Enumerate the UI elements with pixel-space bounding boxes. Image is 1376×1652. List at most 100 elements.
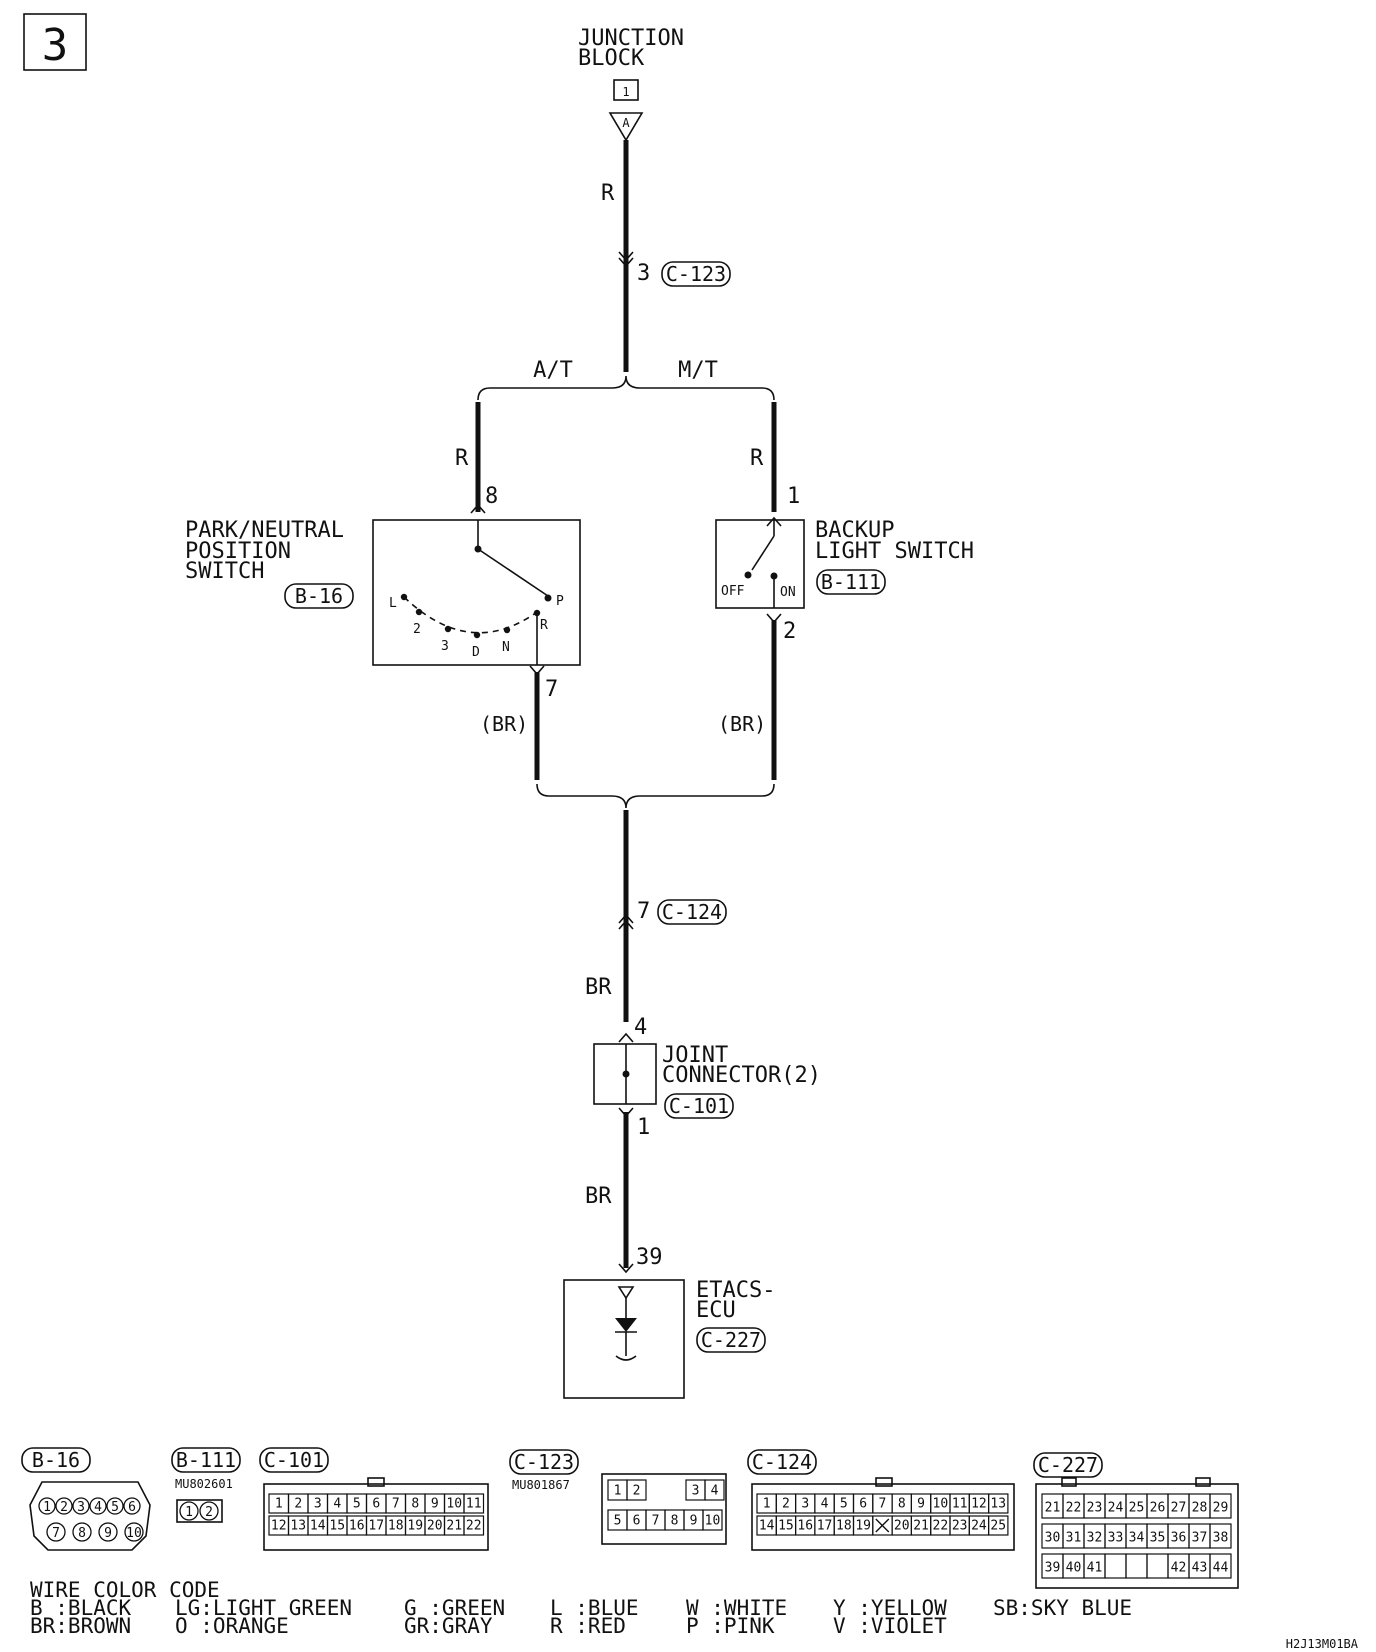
wcc-l: L :BLUE [550,1596,639,1620]
joint-label-2: CONNECTOR(2) [662,1063,821,1088]
backup-on: ON [780,585,796,600]
backup-pin-out: 2 [783,619,796,644]
pnp-connector-id: B-16 [295,584,343,608]
c124-inline-symbol [618,913,634,930]
pin-label: 13 [290,1519,306,1534]
page-number: 3 [42,20,69,71]
pin-label: 36 [1171,1530,1187,1545]
c123-inline-id: C-123 [666,262,726,286]
joint-label-1: JOINT [662,1043,728,1068]
page-number-box: 3 [23,13,87,71]
pin-label: 22 [466,1519,482,1534]
wire-color-at: R [455,446,469,471]
backup-connector-badge [816,569,886,595]
pin-label: 44 [1213,1560,1229,1575]
pin-label: 29 [1213,1500,1229,1515]
pin-label: 6 [859,1497,867,1512]
etacs-label-2: ECU [696,1298,736,1323]
c123-inline-badge [661,261,731,287]
connector-b111-part: MU802601 [175,1477,233,1491]
pin-label: 21 [1045,1500,1061,1515]
joint-connector-id: C-101 [669,1094,729,1118]
pin-label: 4 [333,1497,341,1512]
c124-inline-badge [657,899,727,925]
branch-label-mt: M/T [678,358,718,383]
pin-label: 11 [466,1497,482,1512]
pin-label: 5 [353,1497,361,1512]
pnp-pos-p: P [556,594,564,609]
junction-block-terminal: A [622,116,630,130]
wcc-v: V :VIOLET [833,1614,947,1638]
pin-label: 17 [817,1519,833,1534]
wcc-y: Y :YELLOW [833,1596,947,1620]
pin-label: 1 [275,1497,283,1512]
c124-inline-pin: 7 [637,899,650,924]
wire-color-code-title: WIRE COLOR CODE [30,1578,220,1602]
pin-label: 7 [392,1497,400,1512]
pin-label: 20 [427,1519,443,1534]
junction-block-number: 1 [622,85,629,99]
wcc-lg: LG:LIGHT GREEN [175,1596,352,1620]
pin-label: 33 [1108,1530,1124,1545]
wire-color-top: R [601,181,615,206]
junction-block: JUNCTION BLOCK 1 A [578,26,684,142]
wcc-gr: GR:GRAY [404,1614,493,1638]
wcc-b: B :BLACK [30,1596,132,1620]
pin-label: 7 [652,1513,660,1528]
backup-light-switch: BACKUP LIGHT SWITCH B-111 OFF ON [715,518,974,609]
pin-label: 1 [43,1500,51,1515]
pin-label: 30 [1045,1530,1061,1545]
wire-color-code: WIRE COLOR CODE B :BLACK LG:LIGHT GREEN … [30,1578,1132,1638]
pnp-label-2: POSITION [185,539,291,564]
pin-label: 6 [633,1513,641,1528]
pin-label: 16 [797,1519,813,1534]
junction-block-label-1: JUNCTION [578,26,684,51]
wire-color-pnp-out: (BR) [480,712,528,736]
wire-color-mid: BR [585,975,612,1000]
pnp-connector-badge [284,583,354,609]
pin-label: 1 [185,1505,193,1520]
connector-c227-label: C-227 [1038,1453,1098,1477]
upper-brace [477,375,775,401]
connector-b111-label: B-111 [176,1448,236,1472]
wcc-o: O :ORANGE [175,1614,289,1638]
backup-connector-id: B-111 [821,570,881,594]
pin-label: 3 [77,1500,85,1515]
pin-label: 20 [894,1519,910,1534]
diode-icon [615,1318,637,1332]
pin-label: 23 [952,1519,968,1534]
pin-label: 8 [898,1497,906,1512]
pin-label: 17 [368,1519,384,1534]
pin-label: 15 [329,1519,345,1534]
pin-label: 42 [1171,1560,1187,1575]
branch-label-at: A/T [533,358,573,383]
pnp-pos-d: D [472,645,480,660]
joint-connector: JOINT CONNECTOR(2) C-101 [593,1043,821,1119]
pin-label: 37 [1192,1530,1208,1545]
etacs-pin: 39 [636,1245,663,1270]
pin-label: 3 [801,1497,809,1512]
wire-color-lower: BR [585,1184,612,1209]
connector-c124-label: C-124 [752,1450,812,1474]
pin-label: 5 [840,1497,848,1512]
pin-label: 2 [60,1500,68,1515]
junction-block-label-2: BLOCK [578,46,645,71]
joint-pin-in: 4 [634,1015,647,1040]
pnp-pin-in: 8 [485,484,498,509]
pin-label: 21 [446,1519,462,1534]
etacs-connector-id: C-227 [701,1328,761,1352]
pin-label: 5 [111,1500,119,1515]
backup-off: OFF [721,584,745,599]
pin-label: 4 [821,1497,829,1512]
wcc-w: W :WHITE [686,1596,787,1620]
pin-label: 10 [446,1497,462,1512]
pnp-pos-r: R [540,618,548,633]
pin-label: 2 [633,1483,641,1498]
pnp-label-3: SWITCH [185,559,264,584]
pin-label: 1 [763,1497,771,1512]
pin-label: 7 [52,1526,60,1541]
etacs-connector-badge [696,1327,766,1353]
pin-label: 24 [971,1519,987,1534]
